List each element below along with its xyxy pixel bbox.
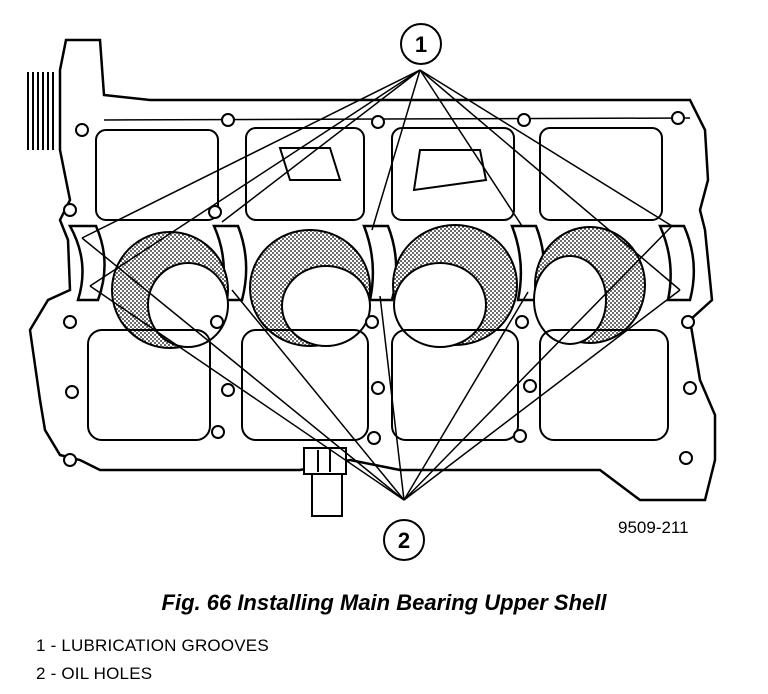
bearing-shells: [111, 224, 646, 349]
figure-caption: Fig. 66 Installing Main Bearing Upper Sh…: [161, 590, 607, 615]
block-left-ribs: [27, 72, 54, 150]
lower-bays: [87, 329, 669, 441]
cross-leaders: [81, 69, 681, 501]
callout-1: 1: [400, 23, 442, 65]
oil-sender: [303, 447, 347, 517]
callout-1-leaders: [81, 69, 673, 239]
callout-2-leaders: [89, 285, 681, 501]
upper-bays: [95, 127, 663, 221]
deck-line: [103, 117, 691, 121]
drawing-code: 9509-211: [618, 518, 689, 537]
legend-item-oil-holes: 2 - OIL HOLES: [36, 664, 153, 683]
legend-item-lubrication-grooves: 1 - LUBRICATION GROOVES: [36, 636, 269, 655]
callout-2: 2: [383, 519, 425, 561]
engine-block-outline: [28, 38, 717, 502]
callout-1-label: 1: [415, 32, 427, 57]
bolt-holes: [63, 111, 697, 467]
callout-2-label: 2: [398, 528, 410, 553]
